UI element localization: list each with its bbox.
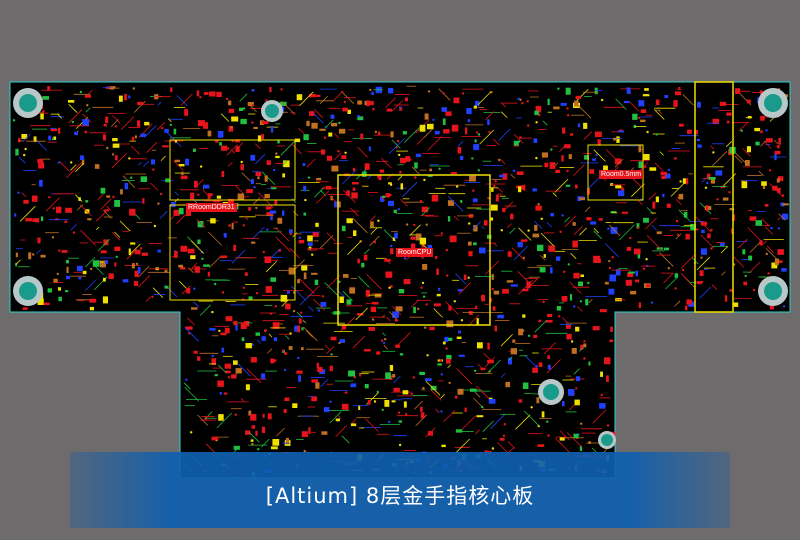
room-label-clearance: Room0.5mm (599, 170, 644, 179)
gold-finger-connector (694, 81, 734, 313)
pcb-traces (12, 85, 789, 478)
caption-title: [Altium] 8层金手指核心板 (265, 484, 535, 508)
room-label-ddr: RRoomDDR31 (186, 203, 237, 212)
room-label-cpu: RoomCPU (396, 248, 434, 257)
ddr-room-top (169, 139, 296, 201)
caption-banner (70, 452, 730, 528)
mounting-holes (13, 88, 788, 449)
cpu-room (337, 174, 491, 326)
